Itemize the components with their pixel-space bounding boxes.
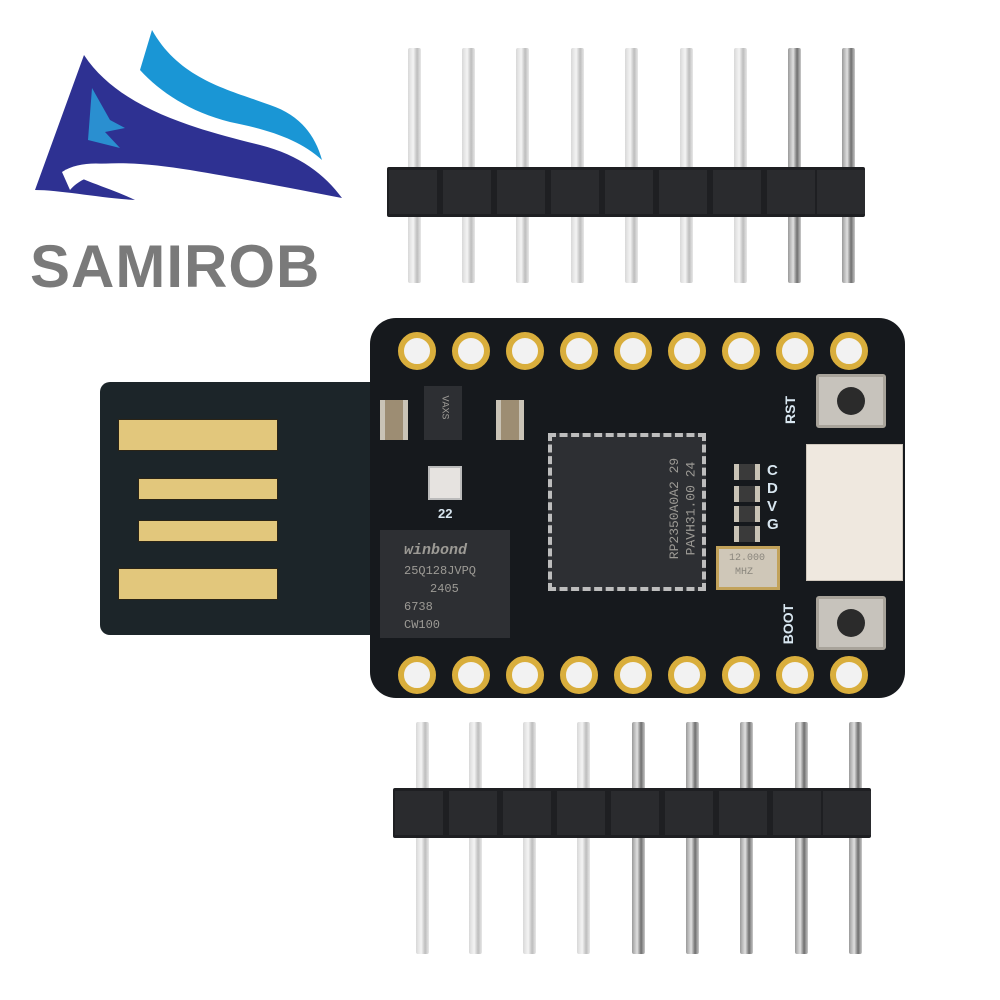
boot-button[interactable] — [816, 596, 886, 650]
pcb-board: VAXS 22 RP2350A0A2 29 PAVH31.00 24 winbo… — [370, 318, 905, 698]
rgb-led — [428, 466, 462, 500]
rst-label: RST — [782, 396, 798, 424]
flag-logo-icon — [35, 30, 342, 200]
label-v: V — [767, 498, 778, 515]
brand-name: SAMIROB — [30, 233, 321, 300]
usb-contact-dplus — [138, 520, 278, 542]
usb-contact-dminus — [138, 478, 278, 500]
usb-contact-gnd — [118, 568, 278, 600]
label-c: C — [767, 462, 778, 479]
usb-a-plug — [100, 382, 390, 635]
rp2350-mcu: RP2350A0A2 29 PAVH31.00 24 — [548, 433, 706, 591]
label-d: D — [767, 480, 778, 497]
led-label: 22 — [438, 506, 453, 521]
label-g: G — [767, 516, 779, 533]
boot-label: BOOT — [780, 603, 797, 645]
voltage-regulator: VAXS — [424, 386, 462, 440]
winbond-flash-chip: winbond 25Q128JVPQ 2405 6738 CW100 — [380, 530, 510, 638]
usb-contact-vbus — [118, 419, 278, 451]
jst-connector — [806, 444, 903, 581]
reset-button[interactable] — [816, 374, 886, 428]
crystal-oscillator: 12.000 MHZ — [716, 546, 780, 590]
brand-logo: SAMIROB — [0, 20, 360, 310]
